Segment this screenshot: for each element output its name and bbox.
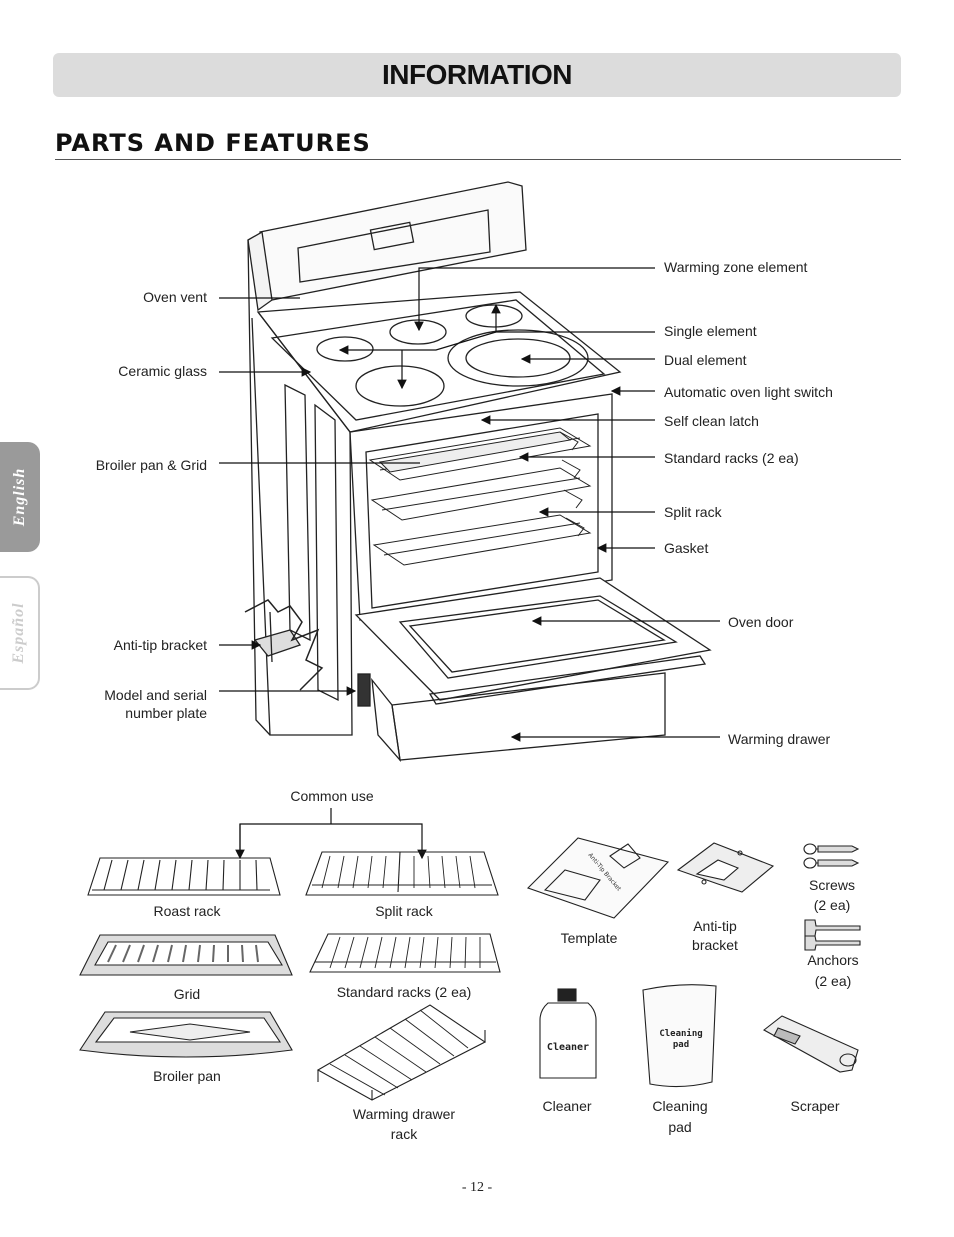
section-divider [55, 159, 901, 160]
callout-anti-tip-bracket: Anti-tip bracket [113, 637, 207, 653]
accessory-illustrations: Anti-Tip Bracket Cleaner Clea [79, 837, 861, 1101]
tab-english[interactable]: English [0, 442, 40, 552]
cleaner-bottle-print: Cleaner [547, 1042, 589, 1053]
callout-oven-door: Oven door [728, 614, 794, 630]
header-banner: INFORMATION [53, 53, 901, 97]
label-scraper: Scraper [790, 1098, 840, 1114]
cleaning-pad-illustration: Cleaning pad [642, 984, 717, 1088]
label-template: Template [560, 930, 618, 946]
cleaning-pad-print-1: Cleaning [659, 1028, 702, 1039]
callout-split-rack: Split rack [664, 504, 722, 520]
tab-espanol[interactable]: Español [0, 576, 40, 690]
label-anti-tip-line2: bracket [692, 937, 738, 953]
label-cleaner: Cleaner [542, 1098, 592, 1114]
label-screws-line2: (2 ea) [813, 897, 851, 913]
cleaning-pad-print-2: pad [673, 1040, 689, 1050]
page-number: - 12 - [461, 1180, 493, 1195]
roast-rack-illustration [87, 857, 281, 896]
label-anchors-line2: (2 ea) [814, 973, 852, 989]
screws-illustration [803, 843, 860, 869]
callout-model-plate-line2: number plate [125, 705, 207, 721]
label-cleaning-pad-line2: pad [668, 1119, 692, 1135]
callout-warming-drawer: Warming drawer [728, 731, 831, 747]
section-title: PARTS AND FEATURES [55, 129, 371, 157]
label-roast-rack: Roast rack [153, 903, 221, 919]
broiler-pan-illustration [79, 1011, 293, 1058]
callout-dual-element: Dual element [664, 352, 747, 368]
label-warming-rack-line2: rack [390, 1126, 418, 1142]
label-common-use: Common use [290, 788, 374, 804]
warming-drawer-rack-illustration [316, 1004, 487, 1101]
range-illustration [244, 181, 712, 763]
callout-broiler-pan-grid: Broiler pan & Grid [95, 457, 207, 473]
label-split-rack: Split rack [375, 903, 433, 919]
callout-light-switch: Automatic oven light switch [664, 384, 833, 400]
label-anti-tip-line1: Anti-tip [693, 918, 737, 934]
label-broiler-pan: Broiler pan [153, 1068, 221, 1084]
callout-single-element: Single element [664, 323, 757, 339]
callout-ceramic-glass: Ceramic glass [118, 363, 207, 379]
page-title: INFORMATION [382, 59, 572, 90]
callout-warming-zone: Warming zone element [664, 259, 808, 275]
cleaner-bottle-illustration: Cleaner [539, 988, 597, 1079]
anchors-illustration [804, 919, 861, 951]
label-standard-racks: Standard racks (2 ea) [336, 984, 472, 1000]
scraper-illustration [763, 1015, 859, 1073]
template-illustration: Anti-Tip Bracket [526, 837, 670, 919]
label-warming-rack-line1: Warming drawer [352, 1106, 456, 1122]
label-grid: Grid [173, 986, 201, 1002]
label-anchors-line1: Anchors [807, 952, 859, 968]
callout-standard-racks: Standard racks (2 ea) [664, 450, 799, 466]
standard-racks-illustration [309, 933, 501, 973]
callout-model-plate-line1: Model and serial [104, 687, 207, 703]
label-cleaning-pad-line1: Cleaning [652, 1098, 708, 1114]
callout-self-clean-latch: Self clean latch [664, 413, 759, 429]
label-screws-line1: Screws [809, 877, 855, 893]
callout-gasket: Gasket [664, 540, 709, 556]
anti-tip-bracket-illustration [676, 842, 775, 893]
split-rack-illustration [305, 851, 499, 896]
callout-oven-vent: Oven vent [143, 289, 207, 305]
grid-illustration [79, 934, 293, 976]
